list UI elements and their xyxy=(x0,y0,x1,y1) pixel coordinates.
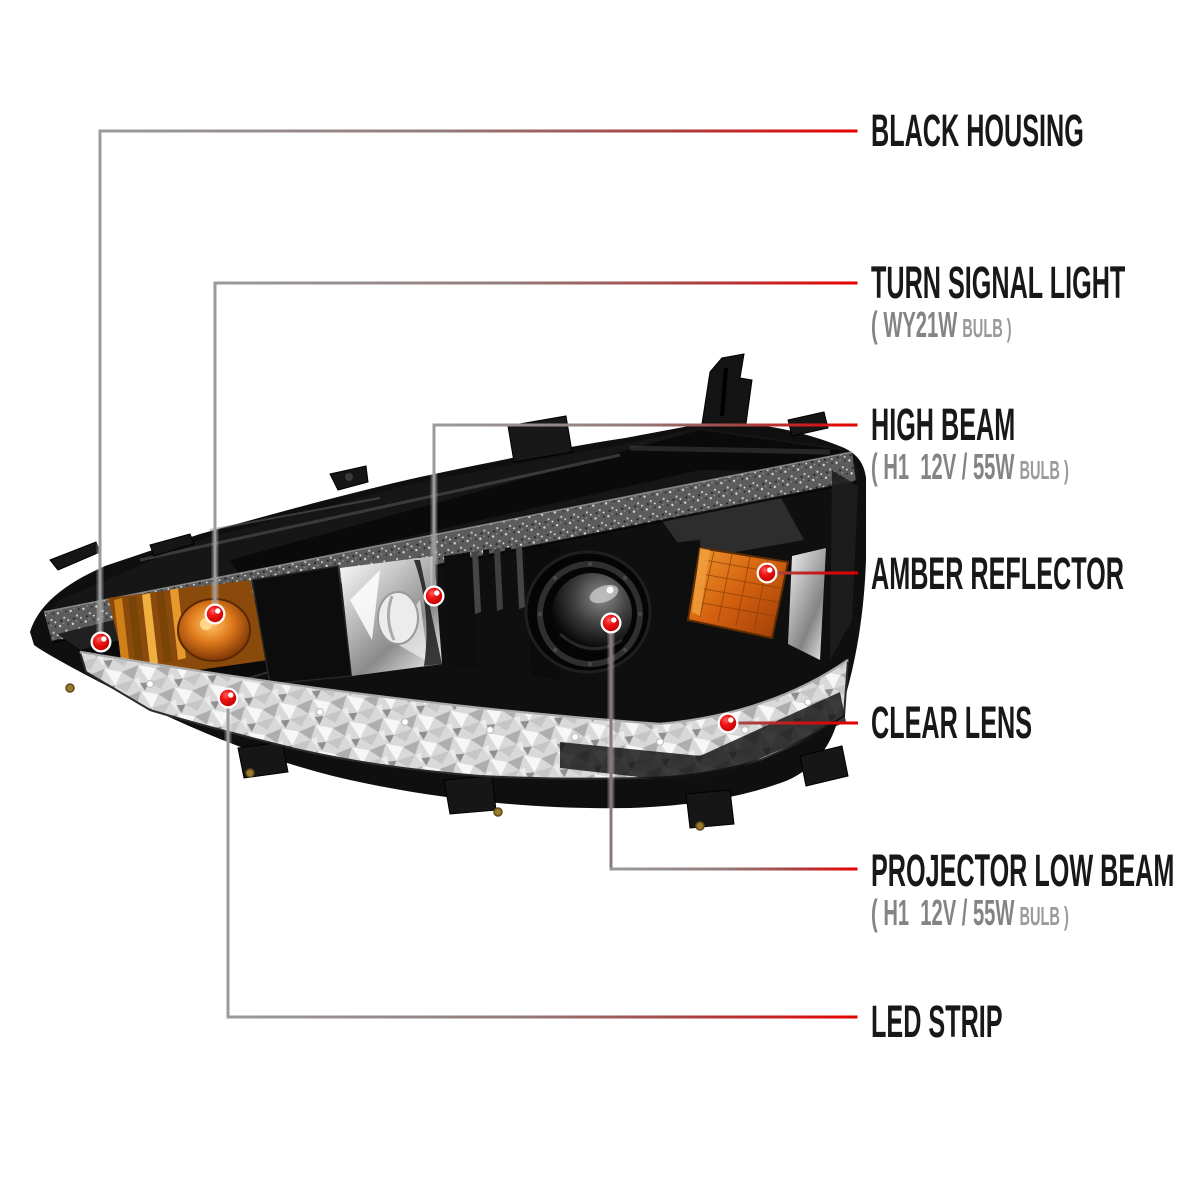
callout-line-clear-lens xyxy=(728,721,858,725)
housing-top-facets xyxy=(48,428,858,612)
marker-high-beam xyxy=(423,585,445,607)
callout-line-black-housing xyxy=(96,129,858,642)
callout-title: TURN SIGNAL LIGHT xyxy=(871,257,1126,308)
callout-line-projector-low-beam xyxy=(607,623,858,871)
bulb-spec: ( WY21W xyxy=(871,304,958,345)
side-reflector-sliver xyxy=(788,548,826,660)
callout-label-amber-reflector: AMBER REFLECTOR xyxy=(871,551,1200,596)
callout-title: LED STRIP xyxy=(871,996,1003,1047)
callout-label-clear-lens: CLEAR LENS xyxy=(871,700,1159,745)
bulb-spec: ( H1 12V / 55W xyxy=(871,446,1015,487)
high-beam-assembly xyxy=(340,556,442,676)
callout-line-high-beam xyxy=(430,423,858,596)
bulb-word: BULB ) xyxy=(1019,901,1069,931)
turn-signal-assembly xyxy=(108,580,268,680)
callout-title: AMBER REFLECTOR xyxy=(871,548,1124,599)
bulb-word: BULB ) xyxy=(962,313,1012,343)
clear-lens-strip xyxy=(78,650,850,784)
bulb-spec: ( H1 12V / 55W xyxy=(871,892,1015,933)
marker-led-strip xyxy=(217,687,239,709)
bulb-word: BULB ) xyxy=(1019,455,1069,485)
callout-line-led-strip xyxy=(224,698,858,1019)
marker-clear-lens xyxy=(717,712,739,734)
callout-title: CLEAR LENS xyxy=(871,697,1033,748)
marker-turn-signal xyxy=(204,603,226,625)
projector-assembly xyxy=(524,550,652,674)
mid-facet-right xyxy=(652,540,706,662)
callout-label-led-strip: LED STRIP xyxy=(871,999,1106,1044)
callout-line-amber-reflector xyxy=(767,571,858,575)
callout-title: PROJECTOR LOW BEAM xyxy=(871,845,1175,896)
marker-amber-reflector xyxy=(756,562,778,584)
right-body-facet xyxy=(830,470,858,660)
marker-projector-low-beam xyxy=(600,612,622,634)
callout-line-turn-signal xyxy=(211,281,858,614)
callout-title: BLACK HOUSING xyxy=(871,105,1084,156)
marker-black-housing xyxy=(90,631,112,653)
callout-label-black-housing: BLACK HOUSING xyxy=(871,108,1200,153)
callout-title: HIGH BEAM xyxy=(871,399,1016,450)
